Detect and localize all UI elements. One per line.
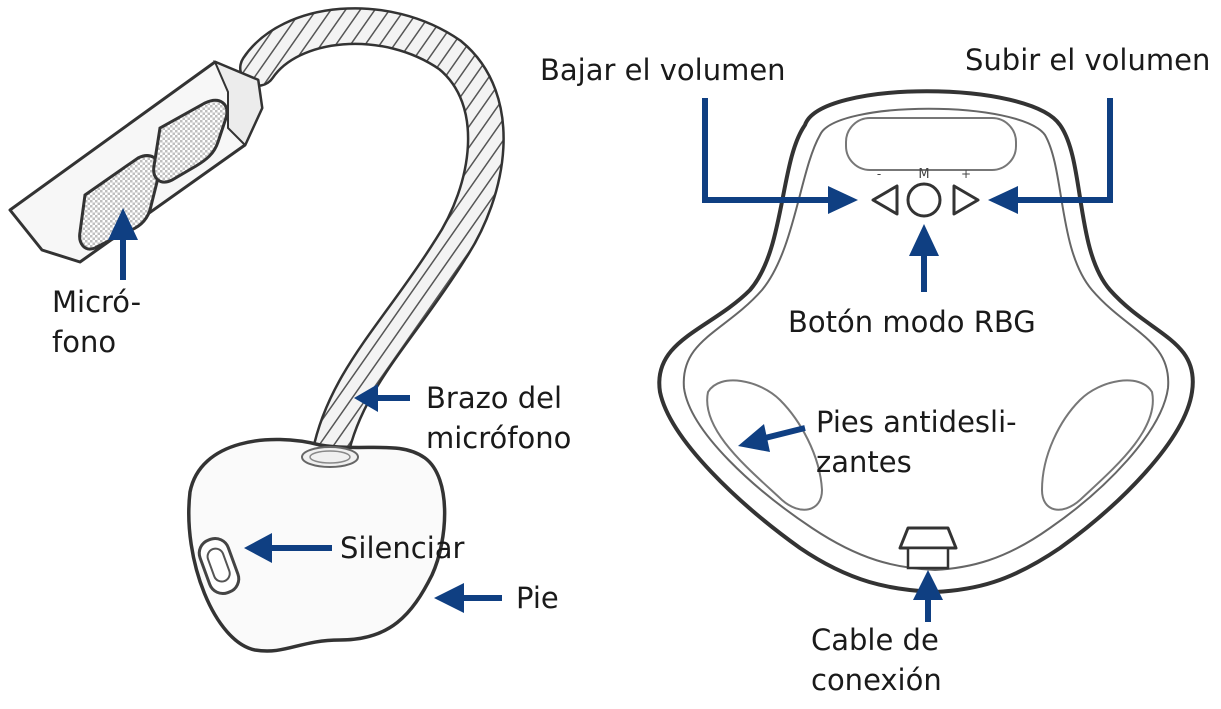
label-volume-down: Bajar el volumen: [540, 53, 786, 87]
label-anti-slip-feet-line1: Pies antidesli-: [816, 405, 1017, 439]
label-base: Pie: [516, 581, 559, 615]
label-microphone-line2: fono: [52, 325, 117, 359]
arrow-icon: [108, 208, 138, 280]
arrow-icon: [434, 583, 502, 613]
label-anti-slip-feet: Pies antidesli- zantes: [816, 402, 1017, 482]
mic-grille-front: [78, 154, 162, 251]
plus-mark: +: [961, 167, 971, 181]
label-connection-cable-line2: conexión: [811, 663, 942, 697]
microphone-icon: [8, 60, 264, 264]
arrow-icon: [909, 224, 939, 292]
foot-pad-right: [1040, 379, 1154, 511]
foot-pad-left: [706, 379, 824, 511]
label-microphone-line1: Micró-: [52, 285, 142, 319]
label-arm: Brazo del micrófono: [426, 378, 571, 458]
label-microphone: Micró- fono: [52, 282, 141, 362]
label-volume-up: Subir el volumen: [965, 43, 1211, 77]
gooseneck-arm: [239, 7, 505, 474]
arrow-icon: [244, 533, 332, 563]
arrow-icon: [988, 98, 1113, 214]
label-mute: Silenciar: [340, 531, 465, 565]
mode-mark: M: [918, 167, 929, 182]
label-connection-cable-line1: Cable de: [811, 623, 939, 657]
label-anti-slip-feet-line2: zantes: [816, 445, 912, 479]
label-connection-cable: Cable de conexión: [811, 620, 942, 700]
volume-up-icon: [952, 184, 980, 216]
minus-mark: -: [877, 167, 881, 181]
volume-down-icon: [871, 184, 899, 216]
arrow-icon: [913, 570, 943, 622]
arrows: [108, 98, 1113, 622]
mode-button-icon: [906, 182, 942, 218]
arrow-icon: [738, 424, 806, 452]
mic-grille-rear: [152, 98, 229, 184]
label-arm-line1: Brazo del: [426, 381, 563, 415]
cable-connector: [898, 526, 958, 550]
base-bottom-illustration: - M +: [657, 89, 1195, 595]
arrow-icon: [354, 384, 410, 412]
label-mode-button: Botón modo RBG: [788, 305, 1036, 339]
arrow-icon: [702, 98, 858, 214]
label-arm-line2: micrófono: [426, 421, 572, 455]
mute-switch-icon: [197, 537, 241, 595]
microphone-illustration: [8, 7, 505, 653]
